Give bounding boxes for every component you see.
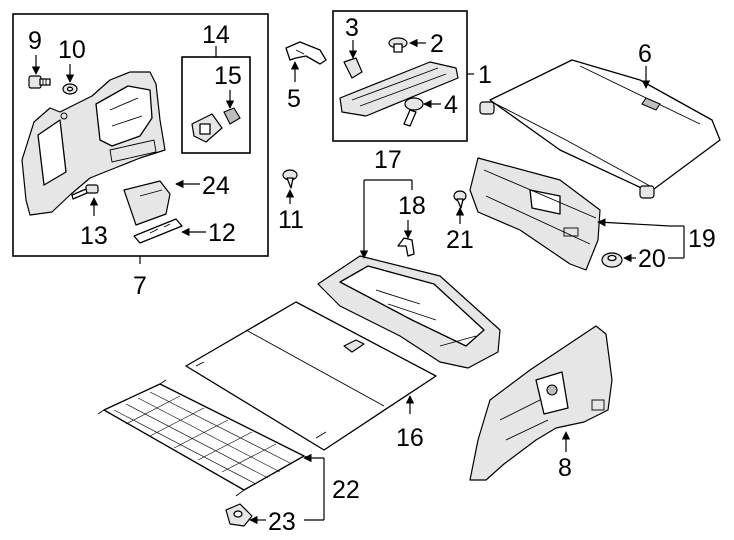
net-mesh [113, 391, 293, 485]
callout-21: 21 [446, 226, 474, 254]
part-17-storage-tray[interactable] [317, 255, 501, 369]
callout-19: 19 [688, 225, 716, 253]
callout-22: 22 [332, 476, 360, 504]
callout-1: 1 [478, 61, 492, 89]
part-11-push-pin[interactable] [282, 169, 298, 189]
callout-24: 24 [202, 172, 230, 200]
callout-5: 5 [287, 85, 301, 113]
part-1-scuff-plate[interactable] [339, 61, 459, 117]
part-9-bolt[interactable] [28, 75, 51, 89]
callout-13: 13 [80, 222, 108, 250]
part-5-clip[interactable] [285, 41, 327, 65]
callout-10: 10 [58, 36, 86, 64]
callout-3: 3 [345, 14, 359, 42]
part-12-bracket[interactable] [133, 218, 183, 244]
callout-14: 14 [202, 21, 230, 49]
callout-8: 8 [558, 454, 572, 482]
part-15-socket[interactable] [191, 107, 241, 143]
part-7-quarter-trim-panel[interactable] [21, 71, 166, 216]
group-box-1 [332, 10, 468, 142]
callout-11: 11 [278, 206, 304, 234]
callout-4: 4 [444, 91, 458, 119]
leader-lines [31, 38, 685, 525]
part-8-quarter-trim-panel[interactable] [469, 325, 613, 481]
callout-15: 15 [214, 62, 242, 90]
part-24-cover[interactable] [123, 180, 171, 226]
part-20-grommet[interactable] [601, 252, 623, 268]
part-21-push-pin[interactable] [453, 190, 467, 209]
callout-20: 20 [638, 245, 666, 273]
part-22-cargo-net[interactable] [97, 379, 313, 497]
callout-16: 16 [396, 424, 424, 452]
part-23-hook[interactable] [225, 503, 253, 527]
part-2-clip[interactable] [388, 37, 408, 53]
callout-12: 12 [208, 219, 236, 247]
callout-18: 18 [398, 192, 426, 220]
part-6-tonneau-cover[interactable] [479, 59, 721, 199]
callout-2: 2 [430, 30, 444, 58]
callout-9: 9 [28, 27, 42, 55]
callout-23: 23 [268, 508, 296, 536]
part-13-screw[interactable] [71, 184, 99, 200]
part-4-hook[interactable] [403, 97, 424, 127]
callout-17: 17 [374, 146, 402, 174]
part-18-clip[interactable] [397, 237, 415, 257]
part-10-washer[interactable] [62, 83, 78, 95]
callout-6: 6 [638, 40, 652, 68]
part-19-rear-trim-panel[interactable] [469, 157, 601, 271]
part-3-fastener[interactable] [343, 57, 363, 79]
part-16-load-floor[interactable] [185, 301, 437, 451]
callout-7: 7 [133, 272, 147, 300]
